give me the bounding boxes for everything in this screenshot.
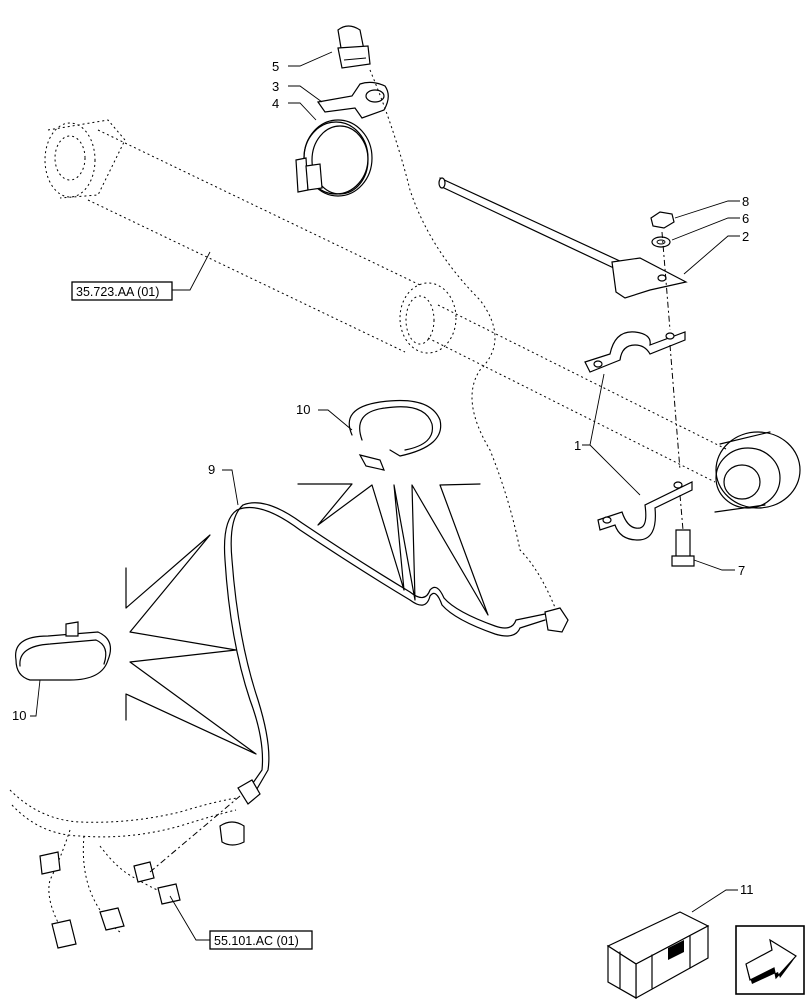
harness-reference-label: 55.101.AC (01)	[214, 934, 299, 948]
callout-10-left: 10	[12, 708, 26, 723]
cylinder-reference[interactable]: 35.723.AA (01)	[71, 281, 173, 301]
callout-9: 9	[208, 462, 215, 477]
callout-2: 2	[742, 229, 749, 244]
sensor-rod-bracket	[438, 177, 688, 299]
nut	[650, 211, 675, 229]
callout-labels: 5 3 4 8 6 2 1 7 9 10 10 11	[12, 59, 754, 897]
sensor-harness	[223, 502, 569, 805]
harness-reference[interactable]: 55.101.AC (01)	[209, 930, 313, 950]
callout-3: 3	[272, 79, 279, 94]
cable-tie-left	[15, 621, 111, 681]
callout-1: 1	[574, 438, 581, 453]
hydraulic-cylinder	[44, 119, 801, 513]
burst-top	[297, 483, 489, 616]
callout-10-top: 10	[296, 402, 310, 417]
main-harness	[9, 789, 245, 949]
callout-7: 7	[738, 563, 745, 578]
washer	[651, 236, 671, 248]
callout-5: 5	[272, 59, 279, 74]
sensor	[337, 25, 371, 69]
cylinder-reference-label: 35.723.AA (01)	[76, 285, 159, 299]
callout-6: 6	[742, 211, 749, 226]
bolt	[671, 529, 695, 567]
burst-left	[125, 534, 257, 755]
leader-lines	[30, 51, 740, 941]
next-page-arrow-icon[interactable]	[735, 925, 805, 995]
sensor-bracket	[316, 81, 389, 119]
hose-clamp	[295, 119, 373, 197]
callout-4: 4	[272, 96, 279, 111]
crate-icon	[606, 911, 710, 1000]
callout-11: 11	[740, 882, 754, 897]
clamp-lower	[597, 481, 693, 541]
callout-8: 8	[742, 194, 749, 209]
clamp-upper	[584, 331, 686, 373]
cable-tie-top	[348, 399, 442, 471]
